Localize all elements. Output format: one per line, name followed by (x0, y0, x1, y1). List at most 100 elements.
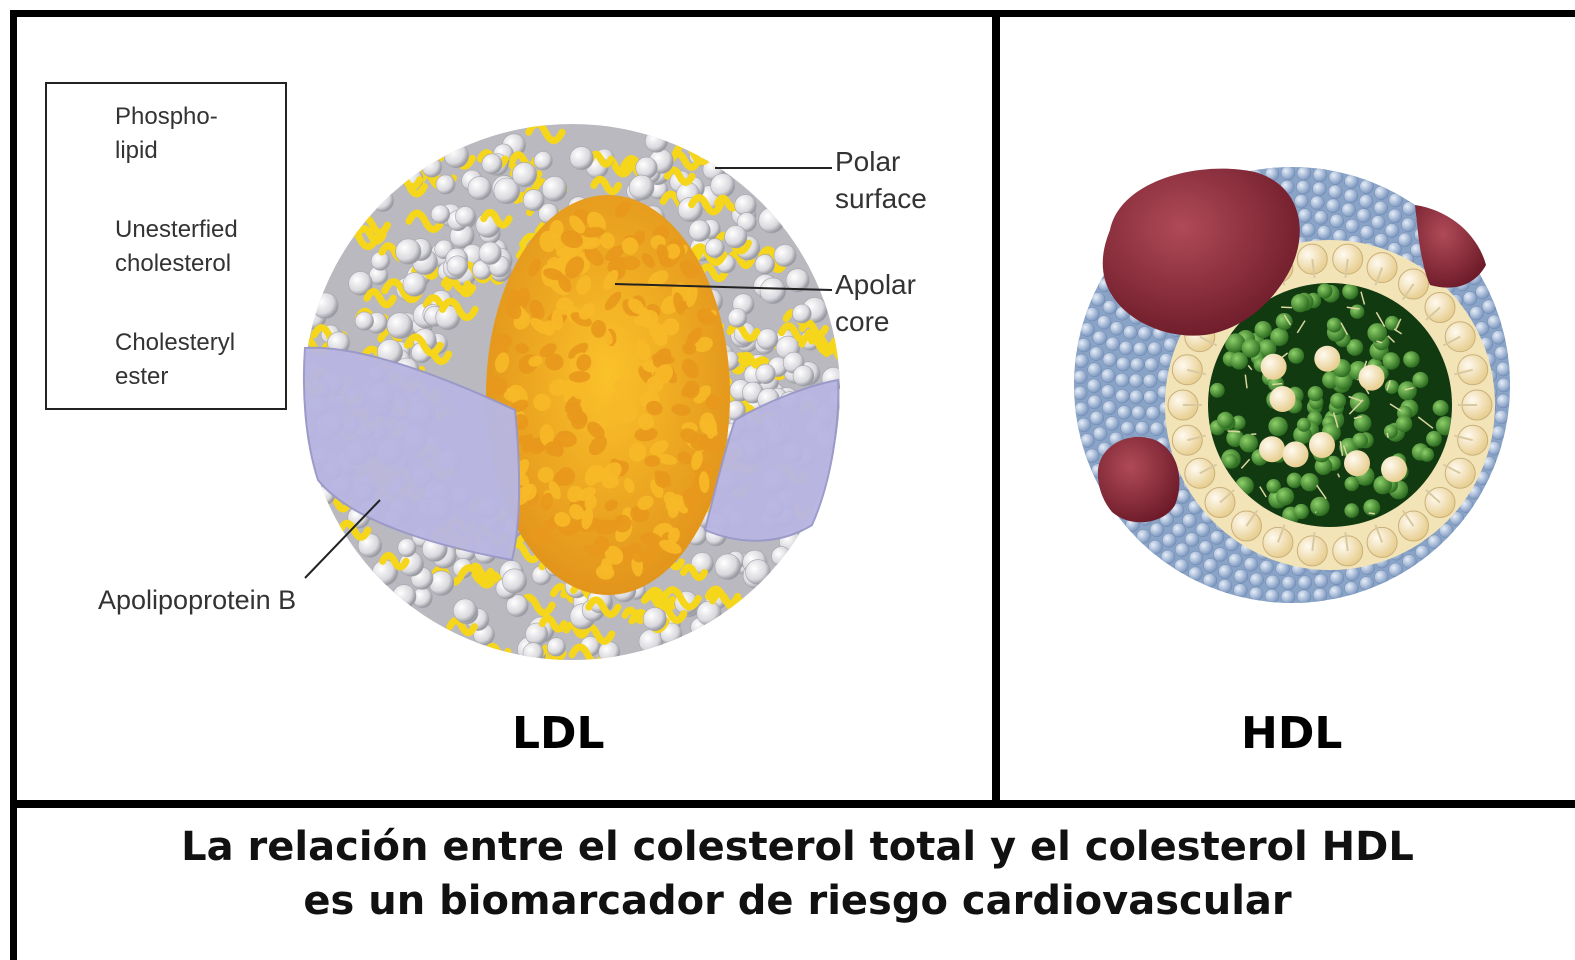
hdl-phospholipid-head (1328, 185, 1342, 199)
hdl-phospholipid-head (1402, 202, 1416, 216)
hdl-triglyceride (1291, 294, 1309, 312)
hdl-phospholipid-head (1213, 548, 1227, 562)
phospholipid-head (447, 256, 468, 277)
hdl-phospholipid-head (1103, 353, 1117, 367)
phospholipid-head (793, 365, 814, 386)
hdl-phospholipid-head (1495, 346, 1509, 360)
phospholipid-head (570, 146, 593, 169)
phospholipid-head (760, 278, 786, 304)
hdl-phospholipid-head (1080, 323, 1094, 337)
hdl-triglyceride (1327, 318, 1342, 333)
hdl-triglyceride (1345, 477, 1360, 492)
hdl-phospholipid-head (1073, 386, 1087, 400)
apolar-core-line1: Apolar (835, 266, 916, 303)
hdl-phospholipid-head (1172, 523, 1186, 537)
hdl-phospholipid-head (1115, 373, 1129, 387)
hdl-phospholipid-head (1342, 203, 1356, 217)
hdl-phospholipid-head (1312, 182, 1326, 196)
hdl-cholesteryl-ester (1359, 365, 1385, 391)
legend-phospholipid-line2: lipid (115, 134, 218, 168)
hdl-fatty-tail (1369, 513, 1375, 514)
hdl-phospholipid-head (1482, 300, 1496, 314)
legend-ester-line2: ester (115, 360, 235, 394)
hdl-phospholipid-head (1234, 569, 1248, 583)
polar-surface-label: Polar surface (835, 143, 927, 217)
phospholipid-head (756, 364, 776, 384)
hdl-triglyceride (1420, 448, 1434, 462)
apolar-core-label: Apolar core (835, 266, 916, 340)
hdl-phospholipid-head (1360, 180, 1374, 194)
hdl-phospholipid-head (1088, 363, 1102, 377)
hdl-phospholipid-head (1121, 421, 1135, 435)
phospholipid-head (706, 239, 725, 258)
polar-surface-line2: surface (835, 180, 927, 217)
hdl-phospholipid-head (1117, 405, 1131, 419)
apolipoprotein-b-label: Apolipoprotein B (98, 582, 296, 619)
hdl-triglyceride (1210, 383, 1225, 398)
caption-line2: es un biomarcador de riesgo cardiovascul… (20, 874, 1575, 928)
hdl-phospholipid-head (1360, 226, 1374, 240)
hdl-phospholipid-head (1470, 306, 1484, 320)
phospholipid-head (444, 144, 468, 168)
hdl-phospholipid-head (1087, 379, 1101, 393)
hdl-fatty-tail (1272, 384, 1282, 385)
hdl-triglyceride (1403, 351, 1419, 367)
hdl-triglyceride (1412, 372, 1428, 388)
hdl-phospholipid-head (1102, 401, 1116, 415)
hdl-phospholipid-head (1137, 529, 1151, 543)
hdl-triglyceride (1308, 386, 1323, 401)
phospholipid-head (534, 152, 552, 170)
hdl-cholesteryl-ester (1283, 441, 1309, 467)
hdl-phospholipid-head (1301, 223, 1315, 237)
hdl-phospholipid-head (1359, 194, 1373, 208)
hdl-phospholipid-head (1210, 531, 1224, 545)
hdl-fatty-tail (1281, 307, 1292, 308)
hdl-phospholipid-head (1496, 362, 1510, 376)
hdl-phospholipid-head (1360, 576, 1374, 590)
hdl-triglyceride (1383, 352, 1400, 369)
hdl-triglyceride (1217, 412, 1234, 429)
hdl-phospholipid-head (1077, 418, 1091, 432)
hdl-triglyceride (1239, 434, 1258, 453)
hdl-triglyceride (1294, 504, 1309, 519)
hdl-phospholipid-head (1296, 180, 1310, 194)
hdl-phospholipid-head (1091, 292, 1105, 306)
hdl-triglyceride (1276, 487, 1294, 505)
hdl-phospholipid-head (1281, 166, 1295, 180)
hdl-phospholipid-head (1317, 225, 1331, 239)
hdl-phospholipid-head (1138, 327, 1152, 341)
hdl-phospholipid-head (1329, 171, 1343, 185)
hdl-phospholipid-head (1106, 337, 1120, 351)
hdl-phospholipid-head (1402, 555, 1416, 569)
hdl-phospholipid-head (1116, 357, 1130, 371)
hdl-phospholipid-head (1398, 233, 1412, 247)
legend-phospholipid-label: Phospho- lipid (115, 100, 218, 168)
hdl-phospholipid-head (1101, 385, 1115, 399)
hdl-phospholipid-head (1080, 434, 1094, 448)
ldl-particle (295, 124, 849, 664)
phospholipid-head (689, 220, 710, 241)
hdl-phospholipid-head (1161, 550, 1175, 564)
hdl-phospholipid-head (1093, 331, 1107, 345)
hdl-phospholipid-head (1090, 347, 1104, 361)
hdl-phospholipid-head (1344, 582, 1358, 596)
polar-surface-line1: Polar (835, 143, 927, 180)
hdl-triglyceride (1350, 305, 1364, 319)
hdl-phospholipid-head (1143, 374, 1157, 388)
cholesteryl-ester-molecule (682, 342, 696, 355)
hdl-phospholipid-head (1145, 358, 1159, 372)
hdl-phospholipid-head (1093, 427, 1107, 441)
hdl-cholesteryl-ester (1314, 346, 1340, 372)
hdl-phospholipid-head (1174, 559, 1188, 573)
hdl-phospholipid-head (1297, 166, 1311, 180)
phospholipid-head (455, 206, 475, 226)
hdl-triglyceride (1317, 283, 1332, 298)
hdl-title: HDL (1241, 708, 1342, 759)
hdl-phospholipid-head (1090, 411, 1104, 425)
phospholipid-head (645, 130, 667, 152)
hdl-phospholipid-head (1329, 585, 1343, 599)
hdl-phospholipid-head (1294, 194, 1308, 208)
phospholipid-head (792, 304, 811, 323)
phospholipid-head (422, 158, 442, 178)
hdl-phospholipid-head (1495, 410, 1509, 424)
